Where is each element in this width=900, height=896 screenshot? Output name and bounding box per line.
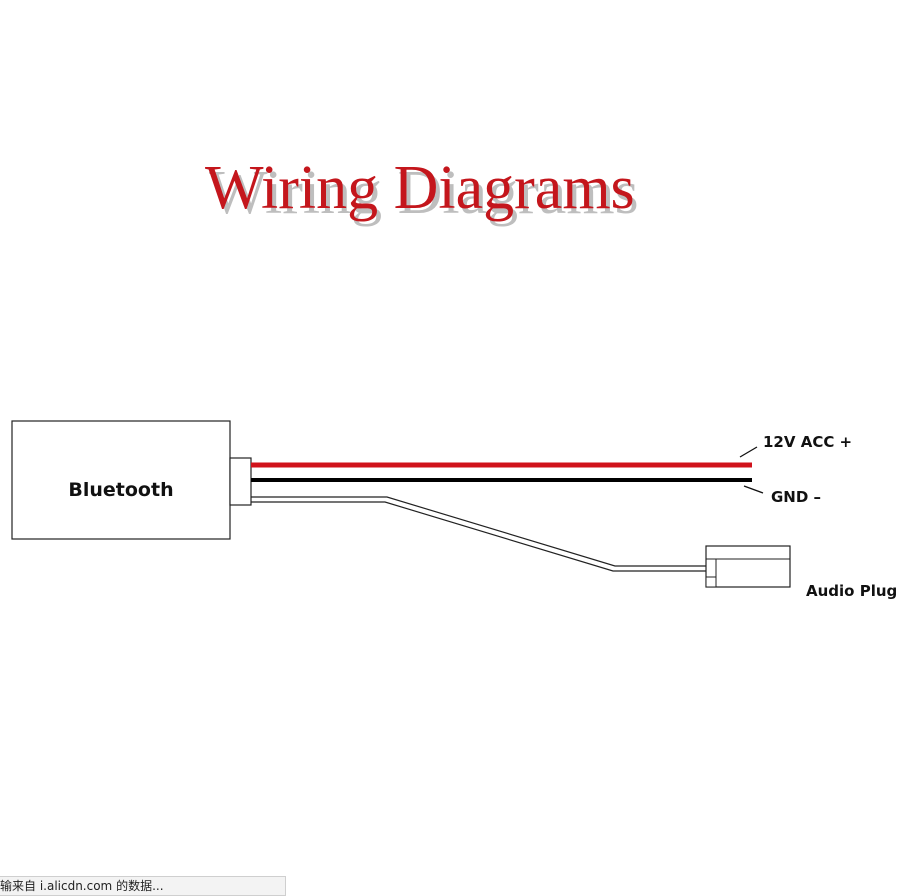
- power-label: 12V ACC +: [763, 433, 852, 451]
- title-text: Wiring Diagrams: [205, 154, 635, 222]
- audio-cable: [251, 496, 706, 572]
- module-connector: [229, 457, 252, 506]
- title-shadow: Wiring Diagrams: [209, 159, 639, 227]
- diagram-title: Wiring Diagrams Wiring Diagrams: [205, 154, 639, 227]
- power-leader-line: [739, 446, 758, 458]
- ground-leader-line: [743, 485, 764, 494]
- browser-status-bar: 输来自 i.alicdn.com 的数据...: [0, 876, 286, 896]
- audio-plug-label: Audio Plug: [806, 582, 897, 600]
- bluetooth-label: Bluetooth: [68, 479, 173, 501]
- bluetooth-module: Bluetooth: [11, 420, 231, 540]
- ground-label: GND –: [771, 488, 821, 506]
- audio-plug: [705, 545, 791, 588]
